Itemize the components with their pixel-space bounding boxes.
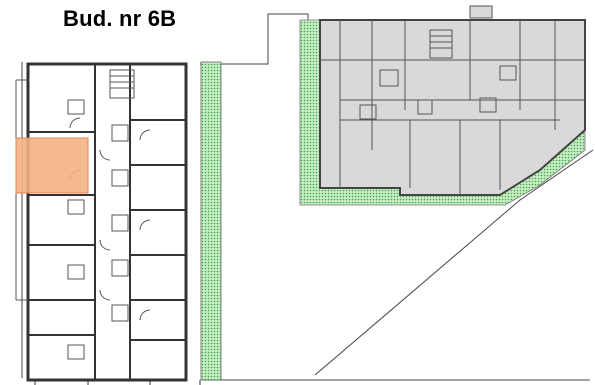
neighbor-building: [299, 5, 586, 206]
selected-apartment-highlight[interactable]: [15, 137, 89, 194]
green-strip-left: [200, 61, 222, 381]
building-title: Bud. nr 6B: [63, 6, 177, 31]
left-building: [15, 62, 201, 385]
site-boundary: [21, 13, 594, 381]
